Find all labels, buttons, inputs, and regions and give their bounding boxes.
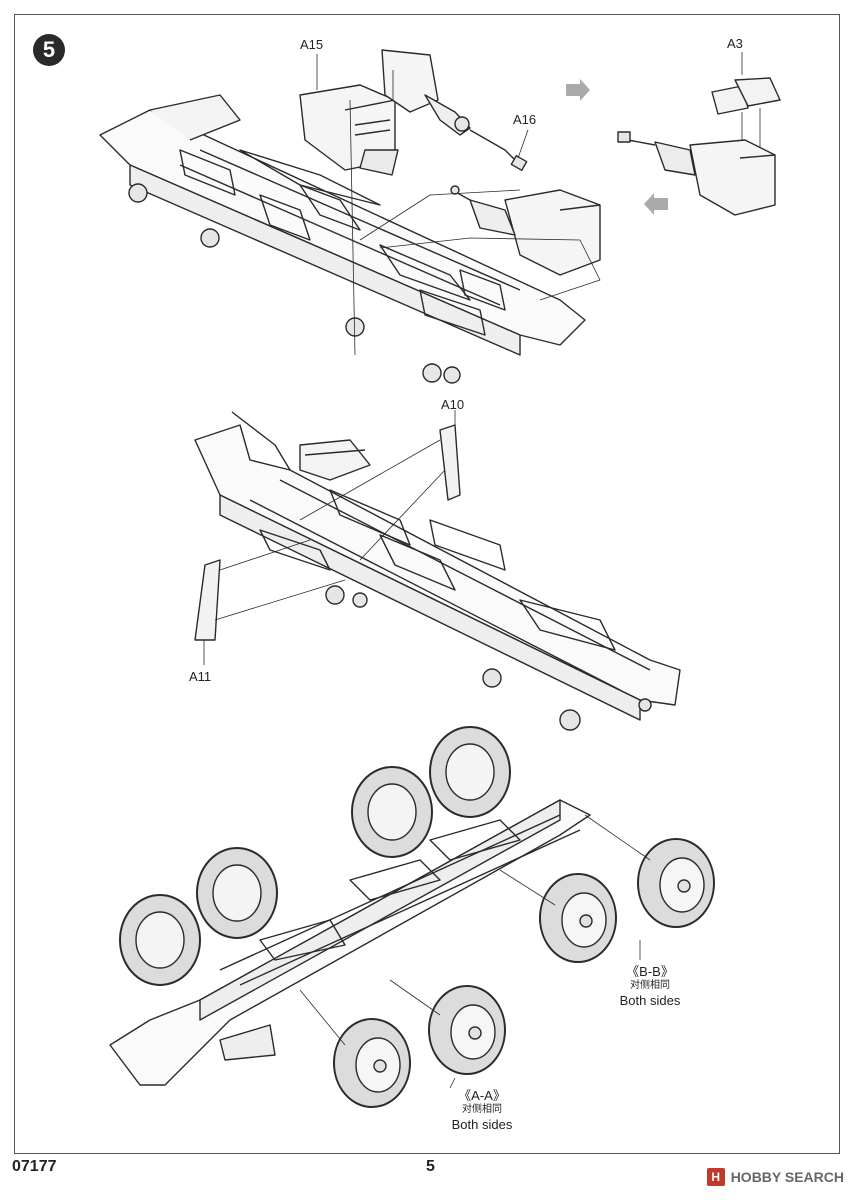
note-aa-label: 《A-A》 xyxy=(458,1088,506,1103)
callout-a11: A11 xyxy=(189,669,212,684)
page-frame xyxy=(14,14,840,1154)
kit-code: 07177 xyxy=(12,1158,57,1175)
watermark-logo-icon: H xyxy=(706,1168,725,1186)
engine-installed-upper xyxy=(450,185,601,276)
leader-lines-upper xyxy=(316,52,761,356)
step-number-badge: 5 xyxy=(33,34,65,66)
note-bb-chinese: 对侧相同 xyxy=(630,980,670,992)
note-aa-english: Both sides xyxy=(451,1116,513,1132)
engine-part-a3 xyxy=(617,77,781,216)
watermark-text: HOBBY SEARCH xyxy=(730,1169,844,1185)
tire-front-2 xyxy=(119,894,201,986)
chassis-middle xyxy=(194,411,681,721)
note-bb-label: 《B-B》 xyxy=(626,964,674,979)
note-bb: 《B-B》 对侧相同 Both sides xyxy=(600,964,700,1009)
tire-loose-a1 xyxy=(428,985,506,1075)
note-bb-english: Both sides xyxy=(619,992,681,1008)
page-number: 5 xyxy=(426,1158,435,1175)
callout-a16: A16 xyxy=(513,112,537,127)
watermark: H HOBBY SEARCH xyxy=(706,1168,844,1186)
note-aa: 《A-A》 对侧相同 Both sides xyxy=(432,1088,532,1133)
callout-a3: A3 xyxy=(727,36,743,51)
tire-rear-1 xyxy=(429,726,511,818)
leader-lines-lower xyxy=(299,814,651,1089)
tire-loose-b1 xyxy=(637,838,715,928)
tire-loose-b2 xyxy=(539,873,617,963)
wheel-hubs-upper xyxy=(128,183,461,384)
chassis-lower xyxy=(109,799,591,1086)
wheel-hubs-middle xyxy=(325,585,652,731)
callout-a10: A10 xyxy=(441,397,465,412)
engine-part-a15 xyxy=(299,49,528,176)
chassis-upper xyxy=(99,94,586,356)
callout-a15: A15 xyxy=(300,37,324,52)
leader-lines-middle xyxy=(203,410,456,665)
tire-front-1 xyxy=(196,847,278,939)
note-aa-chinese: 对侧相同 xyxy=(462,1104,502,1116)
tire-rear-2 xyxy=(351,766,433,858)
tire-loose-a2 xyxy=(333,1018,411,1108)
direction-arrows xyxy=(566,79,668,215)
